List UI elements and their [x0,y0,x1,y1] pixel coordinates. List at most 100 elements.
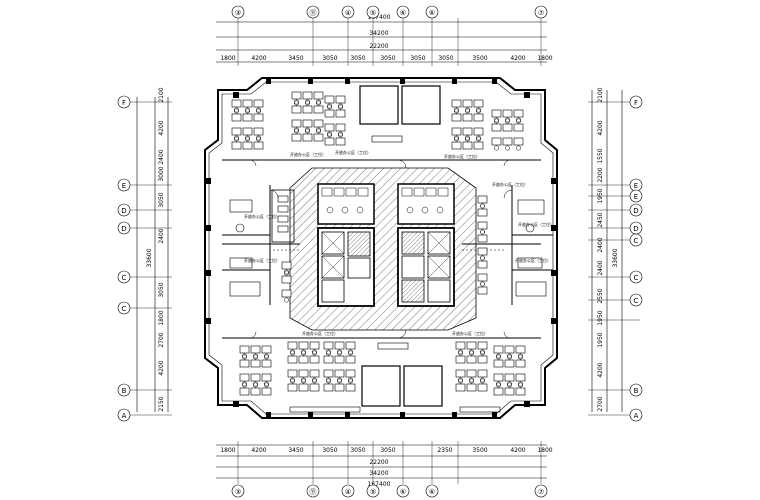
desk [493,345,504,354]
chair [256,136,261,142]
axis-label: A [634,412,639,420]
desk [231,141,242,150]
chair [348,350,353,356]
axis-label: ⑦ [538,9,544,17]
desk [493,373,504,382]
room-label: 开放办公区（工位） [302,330,338,336]
desk [231,127,242,136]
chair [312,350,317,356]
desk [473,127,484,136]
chair [327,131,332,137]
chair [312,349,317,355]
chair [454,135,459,141]
chair [242,353,247,359]
chair [507,382,512,388]
dim-left-seg: 3050 [158,192,165,207]
desk [324,95,335,104]
chair [316,128,321,134]
dim-bottom-overall: 167400 [368,481,391,488]
chair [301,377,306,383]
chair [465,107,470,113]
desk [324,123,335,132]
desk [313,119,324,128]
desk [298,383,309,392]
desk [242,127,253,136]
axis-label: C [122,274,127,282]
desk [239,359,250,368]
desk [477,195,488,204]
desk [477,234,488,243]
desk [473,99,484,108]
lounge-furniture [229,135,547,413]
desk [323,341,334,350]
chair [312,377,317,383]
desk [309,369,320,378]
desk [287,383,298,392]
room-label: 开放办公区（工位） [518,221,554,227]
chair [516,145,521,151]
axis-labels-left: F E D D C C B A [121,99,126,420]
chair [338,132,343,138]
desk [239,373,250,382]
desk [287,355,298,364]
chair [518,382,523,388]
chair [312,378,317,384]
axis-label: ③ [235,488,241,496]
chair [337,378,342,384]
axis-label: ③ [235,9,241,17]
desk [324,137,335,146]
chair [242,382,247,388]
desk [451,113,462,122]
desk [335,95,346,104]
axis-label: ⑦ [538,488,544,496]
dim-bottom-seg: 1800 [220,447,235,454]
desk [473,113,484,122]
room-label: 开放办公区（工位） [452,330,488,336]
desk [345,341,356,350]
chair [264,353,269,359]
chair [234,136,239,142]
axis-label: ④ [345,488,351,496]
dim-left-seg: 2150 [158,396,165,411]
chair [505,118,510,124]
axis-label: ④ [345,9,351,17]
desk [302,91,313,100]
dim-top-seg: 3500 [472,55,487,62]
chair [454,108,459,114]
chair [326,377,331,383]
chair [348,377,353,383]
desk [239,387,250,396]
chair [327,103,332,109]
dim-left-seg: 4200 [158,120,165,135]
chair [496,381,501,387]
chair [469,377,474,383]
dim-right-seg: 1550 [597,148,604,163]
desk [250,345,261,354]
dim-left-seg: 2400 [158,149,165,164]
desk [281,275,292,284]
axis-label: ⑪ [310,488,317,496]
left-dimensions: 2100 4200 2400 3000 3050 2400 3050 1800 … [146,87,165,411]
dim-left-seg: 1800 [158,310,165,325]
chair [458,377,463,383]
desk [261,359,272,368]
dim-right-seg: 4200 [597,362,604,377]
axis-label: ⑤ [370,488,376,496]
desk [253,141,264,150]
dim-left-seg: 2100 [158,87,165,102]
chair [256,135,261,141]
chair [465,135,470,141]
chair [469,349,474,355]
chair [516,118,521,124]
axis-label: B [122,387,127,395]
chair [284,270,289,276]
dim-right-seg: 2450 [597,212,604,227]
chair [290,377,295,383]
axis-label: ⑥ [400,9,406,17]
desk [493,387,504,396]
chair [480,229,485,235]
dim-top-seg: 3050 [438,55,453,62]
chair [327,132,332,138]
desk [334,355,345,364]
chair [458,349,463,355]
